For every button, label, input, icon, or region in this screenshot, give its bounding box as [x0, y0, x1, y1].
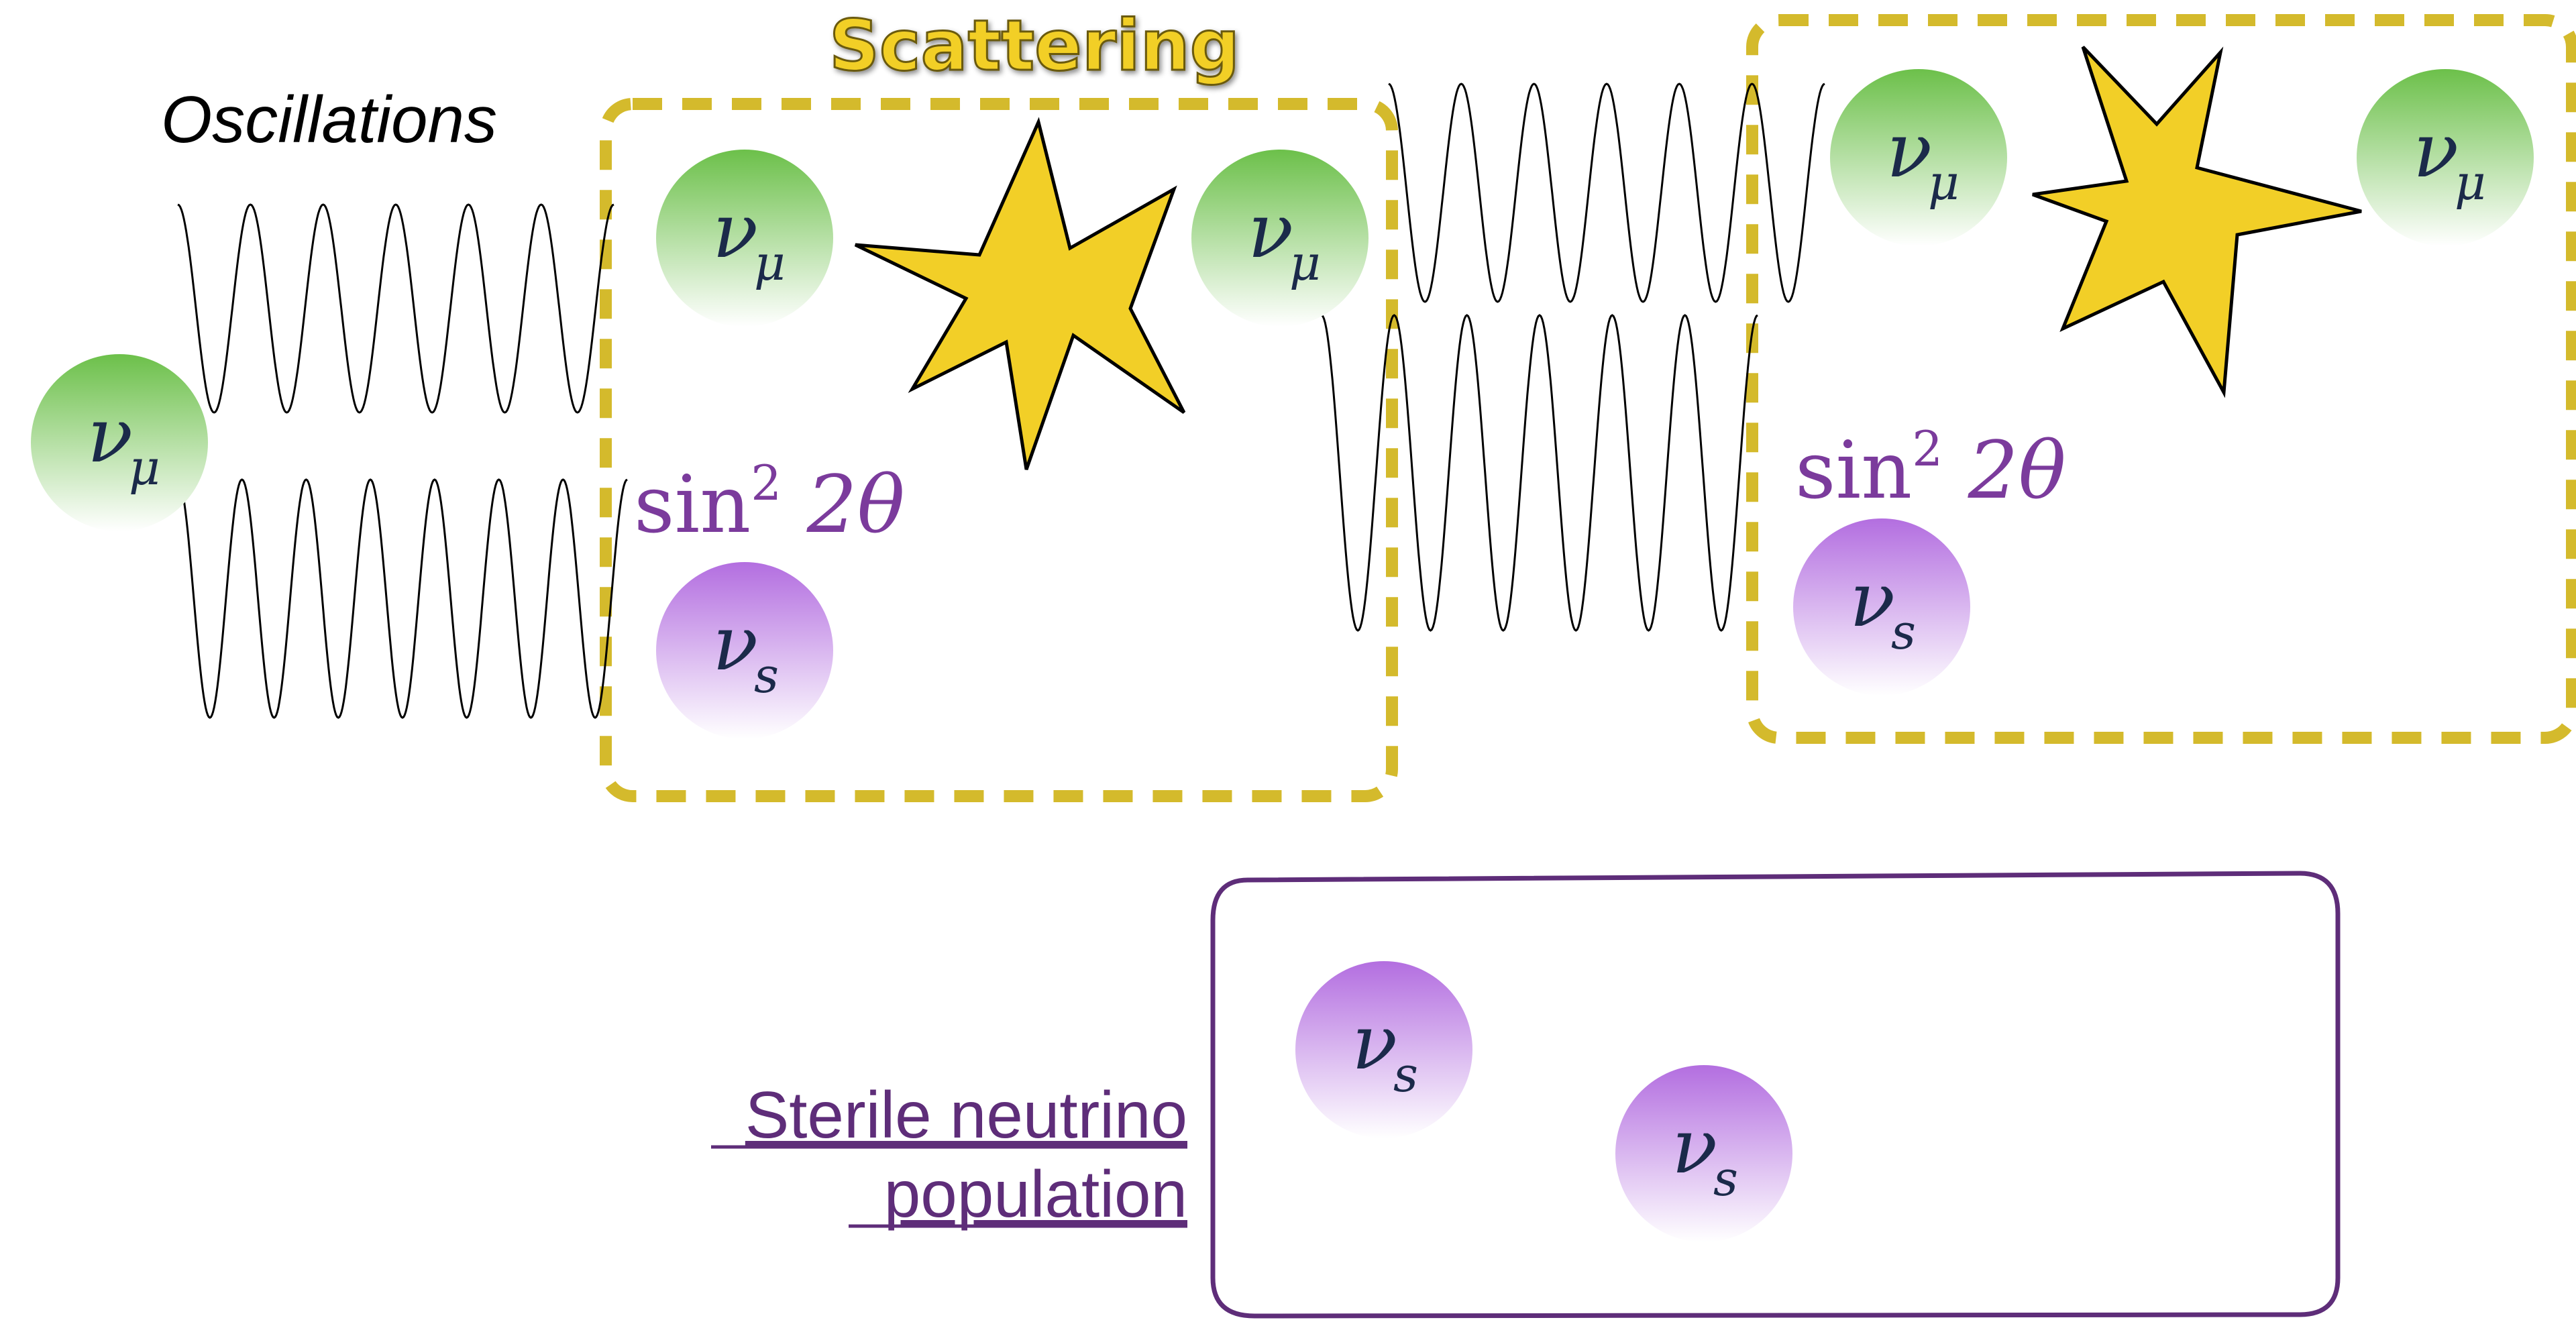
sterile-neutrino-bubble	[1793, 518, 1970, 696]
sterile-neutrino-1: νs	[656, 562, 833, 739]
neutrino-symbol: ν	[87, 392, 133, 480]
muon-neutrino-outgoing-2: νμ	[2357, 69, 2534, 246]
neutrino-flavor-subscript: μ	[129, 439, 160, 496]
population-sterile-neutrino-1: νs	[1295, 961, 1472, 1138]
neutrino-symbol: ν	[1849, 557, 1895, 644]
muon-neutrino-bubble	[31, 354, 208, 531]
neutrino-symbol: ν	[1672, 1103, 1717, 1191]
neutrino-flavor-subscript: μ	[1289, 235, 1321, 291]
neutrino-flavor-subscript: s	[754, 647, 779, 704]
neutrino-symbol: ν	[712, 600, 758, 688]
neutrino-symbol: ν	[712, 188, 758, 275]
muon-neutrino-bubble	[2357, 69, 2534, 246]
muon-neutrino-outgoing-1: νμ	[1191, 150, 1368, 327]
population-label-line2: population	[884, 1157, 1187, 1231]
oscillation-waves	[177, 82, 1825, 719]
scattering-burst-icon	[2032, 46, 2362, 398]
muon-neutrino-source: νμ	[31, 354, 208, 531]
muon-neutrino-bubble	[656, 150, 833, 327]
oscillation-wave-icon	[1388, 82, 1825, 303]
neutrino-flavor-subscript: s	[1713, 1150, 1738, 1207]
muon-neutrino-incoming-1: νμ	[656, 150, 833, 327]
muon-neutrino-bubble	[1830, 69, 2007, 246]
oscillation-wave-icon	[177, 203, 614, 414]
mixing-angle-label-2: sin2 2θ	[1795, 421, 2066, 516]
scattering-title: Scattering	[829, 5, 1240, 87]
scattering-box-1	[600, 98, 1398, 802]
neutrino-symbol: ν	[1352, 999, 1397, 1087]
neutrino-flavor-subscript: μ	[2455, 154, 2486, 211]
sterile-neutrino-bubble	[1295, 961, 1472, 1138]
neutrino-flavor-subscript: μ	[754, 235, 786, 291]
sterile-neutrino-bubble	[656, 562, 833, 739]
population-sterile-neutrino-2: νs	[1615, 1065, 1792, 1242]
scattering-box-2	[1746, 14, 2576, 744]
neutrino-flavor-subscript: s	[1393, 1046, 1418, 1103]
population-box	[1210, 871, 2341, 1319]
mixing-angle-label-1: sin2 2θ	[634, 455, 905, 551]
neutrino-flavor-subscript: μ	[1928, 154, 1960, 211]
neutrino-flavor-subscript: s	[1891, 604, 1916, 660]
sterile-neutrino-bubble	[1615, 1065, 1792, 1242]
oscillation-wave-icon	[177, 478, 628, 719]
sterile-neutrino-2: νs	[1793, 518, 1970, 696]
neutrino-symbol: ν	[1248, 188, 1293, 275]
neutrino-symbol: ν	[2413, 107, 2459, 195]
oscillations-label: Oscillations	[161, 82, 497, 156]
muon-neutrino-incoming-2: νμ	[1830, 69, 2007, 246]
muon-neutrino-bubble	[1191, 150, 1368, 327]
neutrino-symbol: ν	[1886, 107, 1932, 195]
population-label-line1: Sterile neutrino	[745, 1078, 1187, 1152]
oscillation-wave-icon	[1321, 314, 1758, 632]
scattering-burst-icon	[854, 117, 1186, 470]
